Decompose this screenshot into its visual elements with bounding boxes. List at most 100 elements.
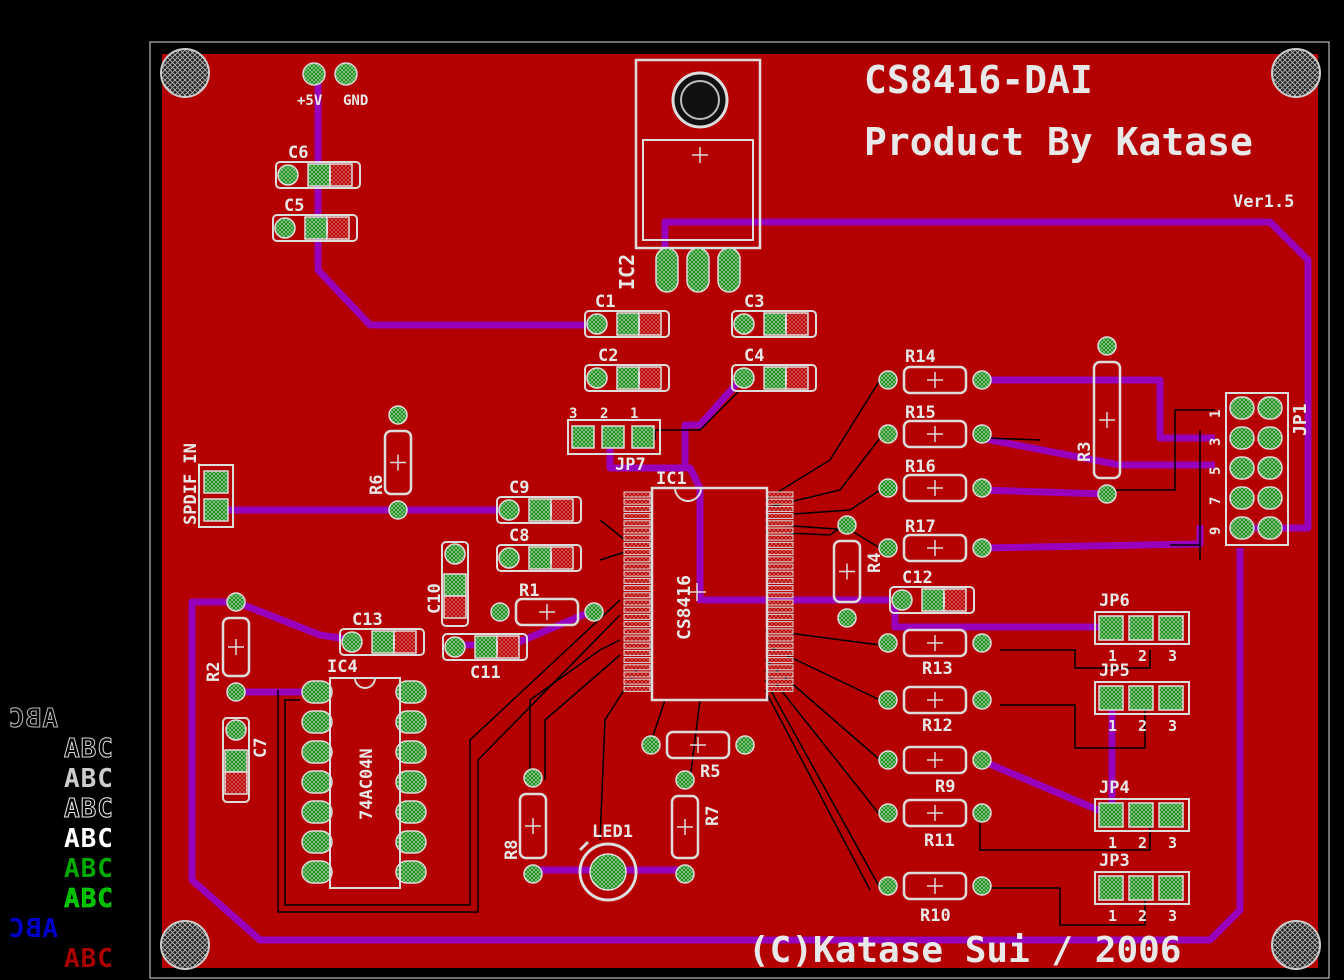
r10-label: R10	[920, 906, 951, 926]
r6-label: R6	[367, 475, 387, 495]
c2-label: C2	[598, 346, 618, 366]
c2-capacitor[interactable]: C2	[584, 346, 670, 392]
c3-capacitor[interactable]: C3	[731, 292, 817, 338]
mount-hole-br	[1271, 920, 1321, 970]
r4-resistor[interactable]: R4	[832, 515, 885, 628]
c11-capacitor[interactable]: C11	[442, 633, 528, 683]
jp5-pin-1: 1	[1108, 717, 1117, 735]
r11-resistor[interactable]: R11	[878, 798, 992, 851]
r8-resistor[interactable]: R8	[502, 768, 548, 884]
r15-label: R15	[905, 403, 936, 423]
layer-legend: ABC ABC ABC ABC ABC ABC ABC ABC ABC	[0, 700, 150, 980]
c8-label: C8	[509, 526, 529, 546]
r13-label: R13	[922, 659, 953, 679]
ic4-label: IC4	[327, 657, 358, 677]
c10-capacitor[interactable]: C10	[425, 541, 469, 627]
ic2-regulator[interactable]: IC2	[615, 58, 762, 293]
r14-label: R14	[905, 347, 936, 367]
ic1-cs8416[interactable]: IC1 CS8416	[623, 469, 794, 702]
jp7-label: JP7	[615, 455, 646, 475]
board-outline	[149, 41, 1330, 979]
led1[interactable]: LED1	[578, 822, 638, 902]
ic4-74ac04n[interactable]: IC4 74AC04N	[301, 657, 427, 889]
c3-label: C3	[744, 292, 764, 312]
c6-label: C6	[288, 143, 308, 163]
jp5-label: JP5	[1099, 661, 1130, 681]
r3-label: R3	[1075, 442, 1095, 462]
r15-resistor[interactable]: R15	[878, 403, 992, 449]
legend-entry: ABC	[64, 944, 114, 974]
jp7-pin-3: 3	[569, 406, 577, 422]
jp5-pin-3: 3	[1168, 717, 1177, 735]
c1-capacitor[interactable]: C1	[584, 292, 670, 338]
c7-label: C7	[251, 738, 271, 758]
legend-entry: ABC	[64, 794, 114, 825]
c5-label: C5	[284, 196, 304, 216]
jp1-pin-1: 1	[1208, 410, 1224, 418]
r10-resistor[interactable]: R10	[878, 871, 992, 926]
legend-entry: ABC	[64, 854, 114, 884]
power-vcc-label: +5V	[297, 93, 323, 109]
jp1-pin-9: 9	[1208, 527, 1224, 535]
c13-capacitor[interactable]: C13	[339, 610, 425, 656]
r9-label: R9	[935, 777, 955, 797]
r6-resistor[interactable]: R6	[367, 405, 413, 520]
jp6-pin-3: 3	[1168, 647, 1177, 665]
jp6-label: JP6	[1099, 591, 1130, 611]
r9-resistor[interactable]: R9	[878, 745, 992, 797]
ic1-part: CS8416	[674, 575, 695, 640]
jp1-pin-7: 7	[1208, 497, 1224, 505]
c4-capacitor[interactable]: C4	[731, 346, 817, 392]
jp7-header[interactable]: 3 2 1 JP7	[567, 406, 661, 475]
r16-resistor[interactable]: R16	[878, 457, 992, 503]
ic1-label: IC1	[656, 469, 687, 489]
spdif-label: SPDIF_IN	[181, 443, 201, 525]
power-gnd-label: GND	[343, 93, 368, 109]
c10-label: C10	[425, 583, 445, 614]
c9-capacitor[interactable]: C9	[496, 478, 582, 524]
c5-capacitor[interactable]: C5	[272, 196, 358, 242]
jp3-label: JP3	[1099, 851, 1130, 871]
mount-hole-tr	[1271, 48, 1321, 98]
r17-label: R17	[905, 517, 936, 537]
jp6-pin-2: 2	[1138, 647, 1147, 665]
r11-label: R11	[924, 831, 955, 851]
c6-capacitor[interactable]: C6	[275, 143, 361, 189]
legend-entry: ABC	[64, 734, 114, 765]
jp3-pin-3: 3	[1168, 907, 1177, 925]
r7-resistor[interactable]: R7	[670, 770, 723, 884]
jp4-pin-3: 3	[1168, 834, 1177, 852]
jp4-pin-1: 1	[1108, 834, 1117, 852]
jp6-header[interactable]: 1 2 3 JP6	[1094, 591, 1190, 665]
r13-resistor[interactable]: R13	[878, 628, 992, 679]
r14-resistor[interactable]: R14	[878, 347, 992, 395]
jp1-label: JP1	[1290, 403, 1311, 436]
r5-resistor[interactable]: R5	[641, 730, 755, 782]
jp6-pin-1: 1	[1108, 647, 1117, 665]
c8-capacitor[interactable]: C8	[496, 526, 582, 572]
legend-entry: ABC	[64, 824, 114, 854]
c7-capacitor[interactable]: C7	[222, 717, 271, 803]
ic4-part: 74AC04N	[357, 748, 377, 820]
c11-label: C11	[470, 663, 501, 683]
power-connector[interactable]: +5V GND	[297, 62, 368, 109]
r5-label: R5	[700, 762, 720, 782]
jp7-pin-1: 1	[630, 406, 638, 422]
c12-label: C12	[902, 568, 933, 588]
board-copyright: (C)Katase Sui / 2006	[748, 930, 1181, 971]
board-subtitle: Product By Katase	[864, 120, 1253, 164]
r12-resistor[interactable]: R12	[878, 685, 992, 736]
spdif-in-connector[interactable]: SPDIF_IN	[181, 443, 234, 528]
jp1-pin-3: 3	[1208, 438, 1224, 446]
c12-capacitor[interactable]: C12	[889, 568, 975, 614]
r17-resistor[interactable]: R17	[878, 517, 992, 563]
r2-resistor[interactable]: R2	[204, 592, 251, 702]
r1-resistor[interactable]: R1	[490, 581, 604, 627]
jp1-header[interactable]: JP1 1 3 5 7 9	[1208, 392, 1311, 546]
r3-resistor[interactable]: R3	[1075, 336, 1122, 504]
